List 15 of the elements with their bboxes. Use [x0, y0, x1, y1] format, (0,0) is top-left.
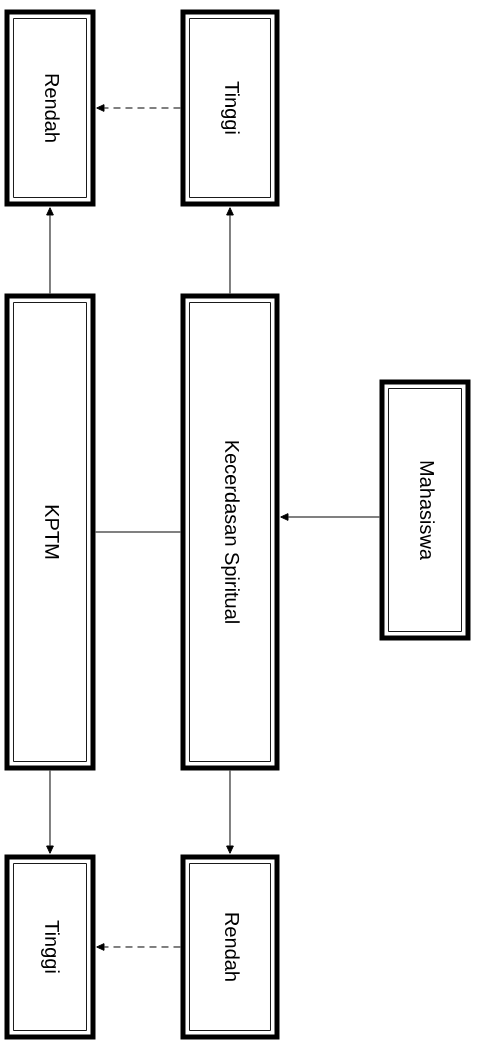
arrow	[46, 207, 54, 294]
arrow	[46, 770, 54, 854]
process-box: Mahasiswa	[379, 379, 471, 641]
arrow	[280, 513, 380, 521]
process-box: KPTM	[4, 293, 96, 771]
process-box: Tinggi	[4, 854, 96, 1040]
process-box: Tinggi	[180, 9, 280, 207]
connector-line	[95, 531, 181, 533]
arrow	[96, 943, 181, 951]
process-box: Rendah	[180, 854, 280, 1040]
process-box: Rendah	[4, 9, 96, 207]
process-box: Kecerdasan Spiritual	[180, 293, 280, 771]
arrow	[226, 207, 234, 294]
arrow	[96, 104, 181, 112]
arrow	[226, 770, 234, 854]
